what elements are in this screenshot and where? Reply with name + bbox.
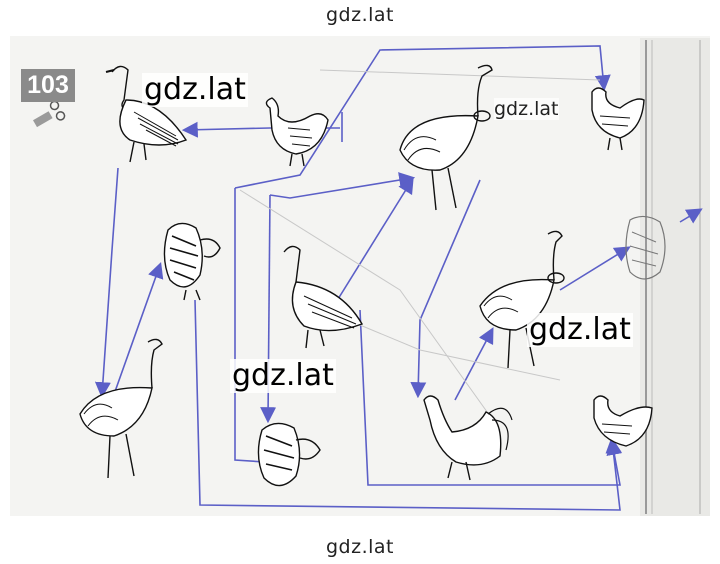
rooster-illustration (423, 395, 513, 481)
turkey-illustration (625, 215, 666, 280)
watermark-overlay: gdz.lat (494, 98, 559, 120)
exercise-number-badge: 103 (21, 69, 75, 102)
ostrich-illustration (399, 64, 493, 211)
binding-edge (640, 38, 710, 516)
hen-illustration (593, 395, 653, 447)
scissors-icon (33, 100, 66, 128)
watermark-overlay: gdz.lat (527, 312, 633, 347)
top-watermark: gdz.lat (325, 4, 394, 26)
turkey-illustration (257, 422, 321, 487)
watermark-overlay: gdz.lat (230, 358, 336, 393)
turkey-illustration (163, 222, 221, 301)
hen-illustration (265, 97, 329, 167)
bottom-watermark: gdz.lat (325, 536, 394, 558)
ostrich-illustration (479, 230, 565, 369)
watermark-overlay: gdz.lat (142, 72, 248, 107)
ostrich-illustration (79, 338, 163, 479)
goose-illustration (283, 245, 364, 349)
hen-illustration (591, 87, 645, 151)
route-lines (94, 45, 703, 511)
goose-illustration (105, 65, 188, 163)
